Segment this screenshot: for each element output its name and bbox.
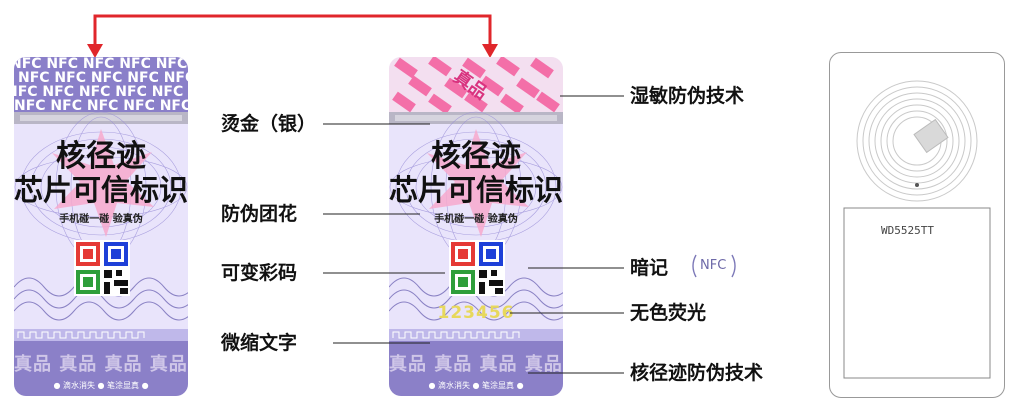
label-card-left: NFC NFC NFC NFC NFC NFC NFC NFC NFC NFC … xyxy=(14,57,188,396)
brand-line1: 核径迹 xyxy=(56,139,146,174)
card-right-background-art xyxy=(389,57,563,396)
label-hidden-mark: 暗记 xyxy=(630,257,669,279)
variable-color-qr-code xyxy=(74,240,130,296)
microtext-pattern: 真品 真品 真品 真品 真品 xyxy=(14,354,188,375)
label-guilloche: 防伪团花 xyxy=(221,203,298,225)
chip-model: WD5525TT xyxy=(881,224,934,237)
bottom-text: ● 滴水消失 ● 笔涂显真 ● xyxy=(428,381,524,390)
label-colorless-fluor: 无色荧光 xyxy=(630,302,707,324)
microtext-pattern: 真品 真品 真品 真品 真品 xyxy=(389,354,563,375)
label-hot-stamp: 烫金（银） xyxy=(221,113,317,135)
fluorescent-serial: 123456 xyxy=(437,303,515,323)
nfc-badge-label: NFC xyxy=(700,258,727,273)
label-variable-code: 可变彩码 xyxy=(221,262,298,284)
brand-line1: 核径迹 xyxy=(431,139,521,174)
bottom-text: ● 滴水消失 ● 笔涂显真 ● xyxy=(53,381,149,390)
nfc-pattern: NFC NFC NFC NFC NFC NFC NFC NFC NFC NFC … xyxy=(14,57,188,112)
connector-arrow xyxy=(87,14,498,58)
brand-line2: 芯片可信标识 xyxy=(14,173,188,207)
label-humidity: 湿敏防伪技术 xyxy=(630,85,745,107)
nfc-badge-icon: NFC xyxy=(690,249,738,283)
antenna-coil-icon xyxy=(843,80,991,379)
nfc-inlay: WD5525TT xyxy=(829,52,1005,398)
label-track-tech: 核径迹防伪技术 xyxy=(630,362,764,384)
variable-color-qr-code xyxy=(449,240,505,296)
label-card-right: 真品 核径迹 芯片可信标识 手机碰一碰 验真伪 123456 真品 真品 真品 … xyxy=(389,57,563,396)
brand-line2: 芯片可信标识 xyxy=(389,173,563,207)
slogan: 手机碰一碰 验真伪 xyxy=(434,214,518,225)
label-microtext: 微缩文字 xyxy=(221,332,298,354)
slogan: 手机碰一碰 验真伪 xyxy=(59,214,143,225)
